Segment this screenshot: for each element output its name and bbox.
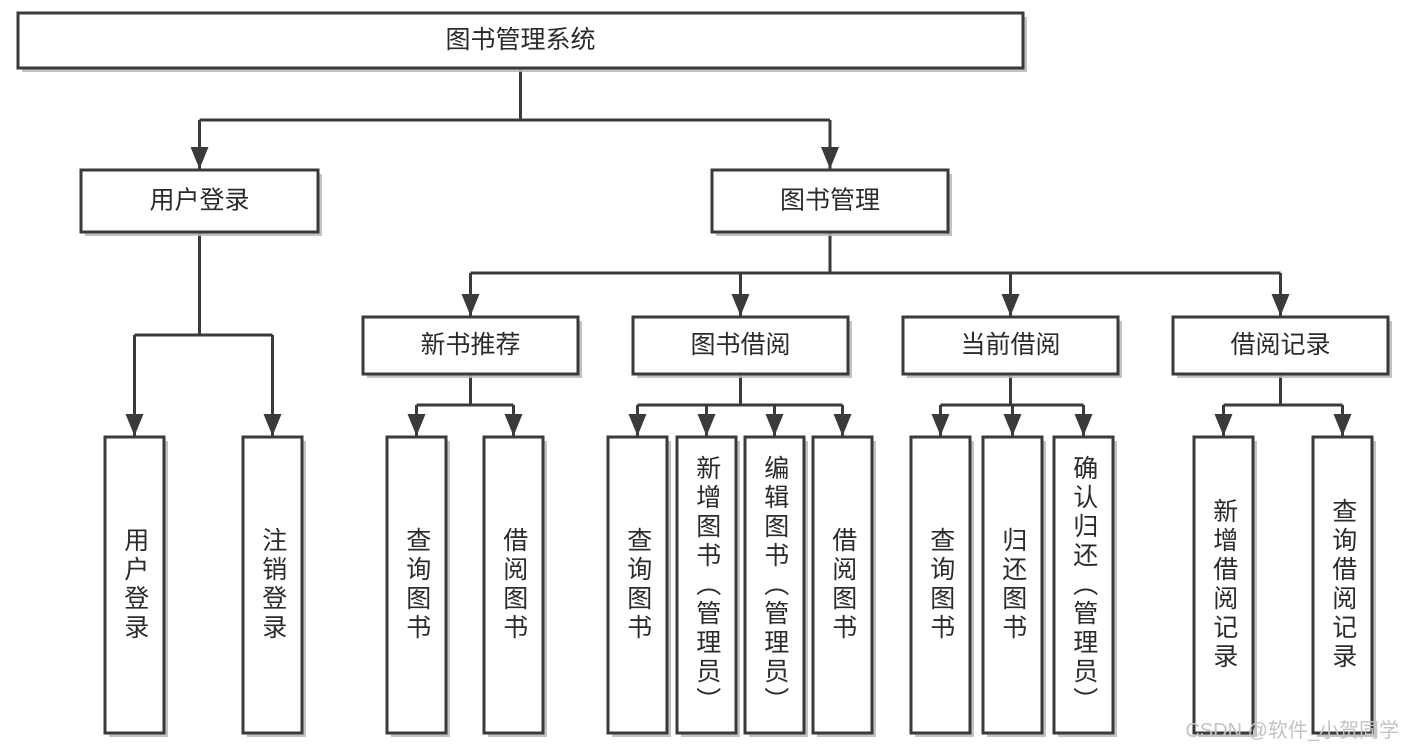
node-leaf-query-book-borrow[interactable]: [606, 435, 671, 737]
watermark-text: CSDN @软件_小贺同学: [1185, 720, 1399, 742]
node-label: 新书推荐: [420, 331, 520, 359]
connector-layer: [125, 68, 1352, 436]
node-user-login[interactable]: 用户登录: [79, 168, 322, 236]
node-leaf-query-book-cur[interactable]: [909, 435, 974, 737]
node-leaf-borrow-book-rec[interactable]: [482, 435, 547, 737]
node-book-borrow[interactable]: 图书借阅: [631, 315, 852, 378]
node-current-borrow[interactable]: 当前借阅: [901, 315, 1122, 378]
node-book-manage[interactable]: 图书管理: [710, 168, 952, 236]
node-leaf-return-book[interactable]: [981, 435, 1046, 737]
arrow-head-root-0: [190, 147, 209, 169]
arrow-head-current-borrow-1: [1003, 414, 1022, 436]
node-label: 借阅记录: [1230, 331, 1330, 359]
node-label: 图书管理系统: [445, 26, 595, 54]
node-root[interactable]: 图书管理系统: [16, 11, 1027, 72]
arrow-head-new-book-rec-1: [504, 414, 523, 436]
node-leaf-add-record[interactable]: [1192, 435, 1257, 737]
arrow-head-user-login-0: [125, 414, 144, 436]
arrow-head-book-manage-3: [1271, 294, 1290, 316]
node-label: 用户登录: [149, 187, 249, 215]
node-label: 当前借阅: [960, 331, 1060, 359]
arrow-head-borrow-record-0: [1214, 414, 1233, 436]
node-leaf-query-record[interactable]: [1311, 435, 1376, 737]
arrow-head-book-borrow-1: [697, 414, 716, 436]
node-leaf-confirm-return[interactable]: [1052, 435, 1117, 737]
arrow-head-current-borrow-2: [1074, 414, 1093, 436]
arrow-head-user-login-1: [263, 414, 282, 436]
arrow-head-root-1: [821, 147, 839, 169]
node-leaf-user-login[interactable]: [103, 435, 168, 737]
arrow-head-book-borrow-0: [628, 414, 647, 436]
node-leaf-logout[interactable]: [241, 435, 306, 737]
arrow-head-borrow-record-1: [1333, 414, 1352, 436]
arrow-head-book-manage-1: [731, 294, 750, 316]
arrow-head-book-manage-2: [1001, 294, 1020, 316]
node-label: 图书借阅: [690, 331, 790, 359]
node-leaf-query-book-rec[interactable]: [385, 435, 450, 737]
node-leaf-edit-book[interactable]: [743, 435, 808, 737]
node-borrow-record[interactable]: 借阅记录: [1171, 315, 1392, 378]
node-leaf-add-book[interactable]: [675, 435, 740, 737]
arrow-head-book-manage-0: [461, 294, 480, 316]
arrow-head-current-borrow-0: [931, 414, 950, 436]
arrow-head-book-borrow-3: [833, 414, 852, 436]
node-leaf-borrow-book[interactable]: [811, 435, 876, 737]
node-new-book-rec[interactable]: 新书推荐: [361, 315, 582, 378]
arrow-head-new-book-rec-0: [407, 414, 426, 436]
node-label: 图书管理: [780, 187, 880, 215]
arrow-head-book-borrow-2: [765, 414, 784, 436]
